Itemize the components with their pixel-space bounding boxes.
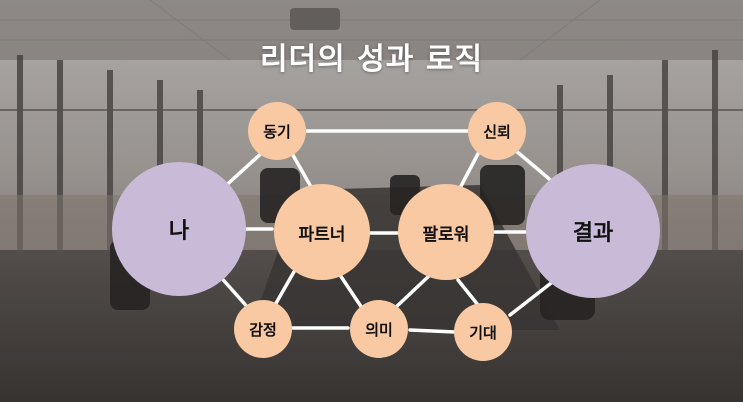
edge-meaning-expectation xyxy=(408,328,457,334)
node-result: 결과 xyxy=(526,164,660,298)
edge-motivation-partner xyxy=(288,148,312,187)
node-motivation: 동기 xyxy=(248,102,306,160)
node-trust: 신뢰 xyxy=(468,102,526,160)
node-meaning: 의미 xyxy=(350,300,408,358)
edge-expectation-result xyxy=(508,278,557,317)
edge-partner-emotion xyxy=(273,268,297,307)
edge-trust-follower xyxy=(458,148,482,190)
node-emotion: 감정 xyxy=(234,300,292,358)
edge-partner-meaning xyxy=(338,273,364,310)
node-expectation: 기대 xyxy=(454,303,512,361)
node-follower: 팔로워 xyxy=(398,184,494,280)
edge-meaning-follower xyxy=(393,273,432,310)
edge-follower-expectation xyxy=(456,278,480,307)
node-me: 나 xyxy=(112,162,246,296)
node-partner: 파트너 xyxy=(274,184,370,280)
diagram-title: 리더의 성과 로직 xyxy=(259,42,484,77)
